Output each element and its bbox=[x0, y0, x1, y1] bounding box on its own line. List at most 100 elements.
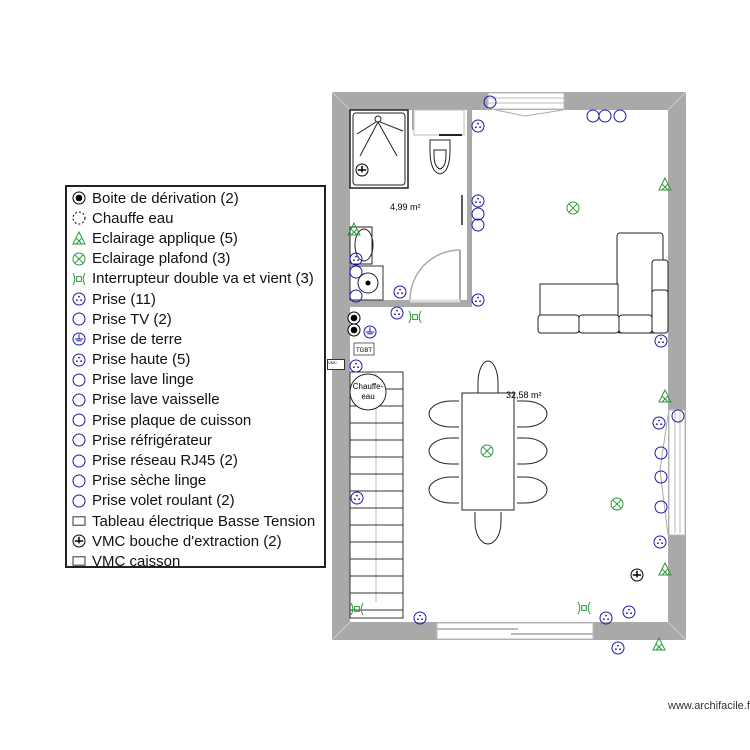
rj45-outlet-icon bbox=[72, 454, 86, 468]
junction-box-icon bbox=[72, 191, 86, 205]
wall-light-icon bbox=[652, 636, 666, 651]
svg-text:Chauffe-: Chauffe- bbox=[353, 382, 384, 391]
junction-box-icon bbox=[347, 311, 361, 325]
cooktop-outlet-icon bbox=[654, 446, 668, 460]
sofa bbox=[537, 232, 669, 334]
legend-item-label: Prise TV (2) bbox=[92, 310, 172, 328]
legend-item: Eclairage plafond (3) bbox=[67, 249, 324, 269]
shutter-outlet-icon bbox=[72, 494, 86, 508]
fridge-outlet-icon bbox=[72, 433, 86, 447]
legend-item-label: VMC caisson bbox=[92, 552, 181, 570]
dryer-outlet-icon bbox=[72, 474, 86, 488]
legend-item-label: Prise lave linge bbox=[92, 371, 194, 389]
wall-light-icon bbox=[658, 176, 672, 191]
dishwasher-outlet-icon bbox=[654, 470, 668, 484]
legend-item-label: Prise réseau RJ45 (2) bbox=[92, 452, 238, 470]
legend-item-label: Prise (11) bbox=[92, 290, 156, 308]
outlet-icon bbox=[586, 109, 600, 123]
cooktop-outlet-icon bbox=[72, 413, 86, 427]
living-area: 32,58 m² bbox=[506, 390, 542, 400]
legend-item: Prise volet roulant (2) bbox=[67, 491, 324, 511]
double-switch-icon bbox=[72, 272, 86, 286]
high-outlet-icon bbox=[652, 416, 666, 430]
toilet bbox=[429, 139, 451, 175]
outlet-icon bbox=[390, 306, 404, 320]
legend-item-label: Tableau électrique Basse Tension bbox=[92, 512, 316, 530]
walls bbox=[332, 92, 686, 640]
legend-item: VMC caisson bbox=[67, 551, 324, 571]
electrical-panel-icon bbox=[72, 516, 86, 526]
legend-item: Prise haute (5) bbox=[67, 350, 324, 370]
junction-box-icon bbox=[347, 323, 361, 337]
legend-item-label: Chauffe eau bbox=[92, 209, 174, 227]
outlet-icon bbox=[471, 194, 485, 208]
vmc-vent-icon bbox=[630, 568, 644, 582]
high-outlet-icon bbox=[653, 535, 667, 549]
window-right bbox=[659, 409, 686, 536]
legend-item-label: Eclairage plafond (3) bbox=[92, 250, 231, 268]
double-switch-icon bbox=[350, 602, 364, 616]
bathroom-door bbox=[409, 249, 461, 303]
legend-item: Prise (11) bbox=[67, 289, 324, 309]
dishwasher-outlet-icon bbox=[72, 393, 86, 407]
vmc-vent-icon bbox=[72, 534, 86, 548]
outlet-icon bbox=[613, 109, 627, 123]
outlet-icon bbox=[350, 491, 364, 505]
staircase bbox=[349, 371, 404, 619]
rj45-outlet-icon bbox=[483, 95, 497, 109]
legend-item: Prise réfrigérateur bbox=[67, 430, 324, 450]
outlet-icon bbox=[471, 119, 485, 133]
legend-item: Boite de dérivation (2) bbox=[67, 188, 324, 208]
shutter-outlet-icon bbox=[671, 409, 685, 423]
vmc-box-icon bbox=[72, 556, 86, 567]
double-switch-icon bbox=[408, 310, 422, 324]
legend-item: Prise lave linge bbox=[67, 370, 324, 390]
wall-light-icon bbox=[347, 221, 361, 236]
legend-item: Prise réseau RJ45 (2) bbox=[67, 450, 324, 470]
legend-item: Prise sèche linge bbox=[67, 471, 324, 491]
wall-light-icon bbox=[658, 561, 672, 576]
legend-item-label: Prise sèche linge bbox=[92, 472, 207, 490]
water-heater-icon bbox=[72, 211, 86, 225]
legend-item-label: Prise volet roulant (2) bbox=[92, 492, 235, 510]
outlet-icon bbox=[349, 359, 363, 373]
legend-item: Prise lave vaisselle bbox=[67, 390, 324, 410]
outlet-icon bbox=[72, 292, 86, 306]
high-outlet-icon bbox=[72, 353, 86, 367]
legend-item-label: Prise haute (5) bbox=[92, 351, 191, 369]
vmc-box: VMC bbox=[327, 359, 345, 370]
washer-outlet-icon bbox=[72, 373, 86, 387]
legend-item-label: VMC bouche d'extraction (2) bbox=[92, 532, 282, 550]
legend-item-label: Prise plaque de cuisson bbox=[92, 411, 252, 429]
legend-item: VMC bouche d'extraction (2) bbox=[67, 531, 324, 551]
sink bbox=[349, 226, 374, 265]
tv-outlet-icon bbox=[72, 312, 86, 326]
outlet-icon bbox=[611, 641, 625, 655]
washer-outlet-icon bbox=[349, 289, 363, 303]
legend-item-label: Eclairage applique (5) bbox=[92, 229, 238, 247]
ceiling-light-icon bbox=[610, 497, 624, 511]
wall-light-icon bbox=[658, 388, 672, 403]
outlet-icon bbox=[598, 109, 612, 123]
wall-light-icon bbox=[72, 231, 86, 245]
legend-item-label: Prise lave vaisselle bbox=[92, 391, 220, 409]
legend-item: Interrupteur double va et vient (3) bbox=[67, 269, 324, 289]
ceiling-light-icon bbox=[480, 444, 494, 458]
outlet-icon bbox=[413, 611, 427, 625]
legend-item: Tableau électrique Basse Tension bbox=[67, 511, 324, 531]
legend-item: Chauffe eau bbox=[67, 208, 324, 228]
rj45-outlet-icon bbox=[471, 218, 485, 232]
legend-item-label: Prise réfrigérateur bbox=[92, 431, 213, 449]
svg-text:TGBT: TGBT bbox=[356, 348, 372, 354]
dryer-outlet-icon bbox=[349, 265, 363, 279]
fridge-outlet-icon bbox=[654, 500, 668, 514]
ceiling-light-icon bbox=[72, 252, 86, 266]
window-bottom bbox=[436, 622, 594, 640]
watermark: www.archifacile.fr bbox=[668, 700, 750, 712]
outlet-icon bbox=[599, 611, 613, 625]
high-outlet-icon bbox=[393, 285, 407, 299]
washer-drum bbox=[357, 272, 379, 294]
ceiling-light-icon bbox=[566, 201, 580, 215]
